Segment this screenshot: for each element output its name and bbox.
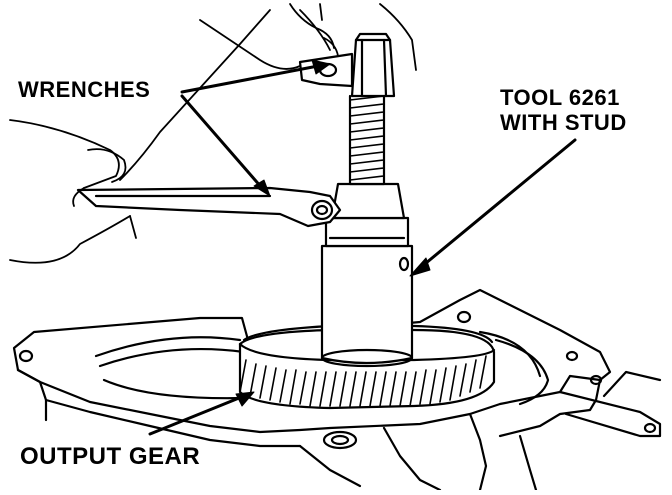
bracket bbox=[558, 370, 662, 438]
tool-6261-label: TOOL 6261 WITH STUD bbox=[500, 85, 627, 135]
arrowhead-tool bbox=[409, 257, 431, 277]
hands bbox=[9, 3, 417, 264]
output-gear-label: OUTPUT GEAR bbox=[20, 443, 201, 470]
arrowhead-lower-wrench bbox=[253, 179, 271, 197]
output-gear bbox=[238, 324, 496, 410]
wrenches-label: WRENCHES bbox=[18, 77, 151, 102]
lower-wrench bbox=[76, 186, 342, 228]
tool-6261-label-line1: TOOL 6261 bbox=[500, 85, 620, 110]
threaded-stud bbox=[348, 32, 396, 186]
tool-6261-label-line2: WITH STUD bbox=[500, 109, 627, 135]
tool-6261-body bbox=[320, 182, 414, 368]
upper-wrench bbox=[298, 52, 354, 88]
arrowhead-output-gear bbox=[235, 391, 255, 407]
arrowhead-upper-wrench bbox=[311, 59, 331, 75]
lower-case bbox=[298, 412, 538, 492]
leader-lines bbox=[148, 64, 577, 436]
